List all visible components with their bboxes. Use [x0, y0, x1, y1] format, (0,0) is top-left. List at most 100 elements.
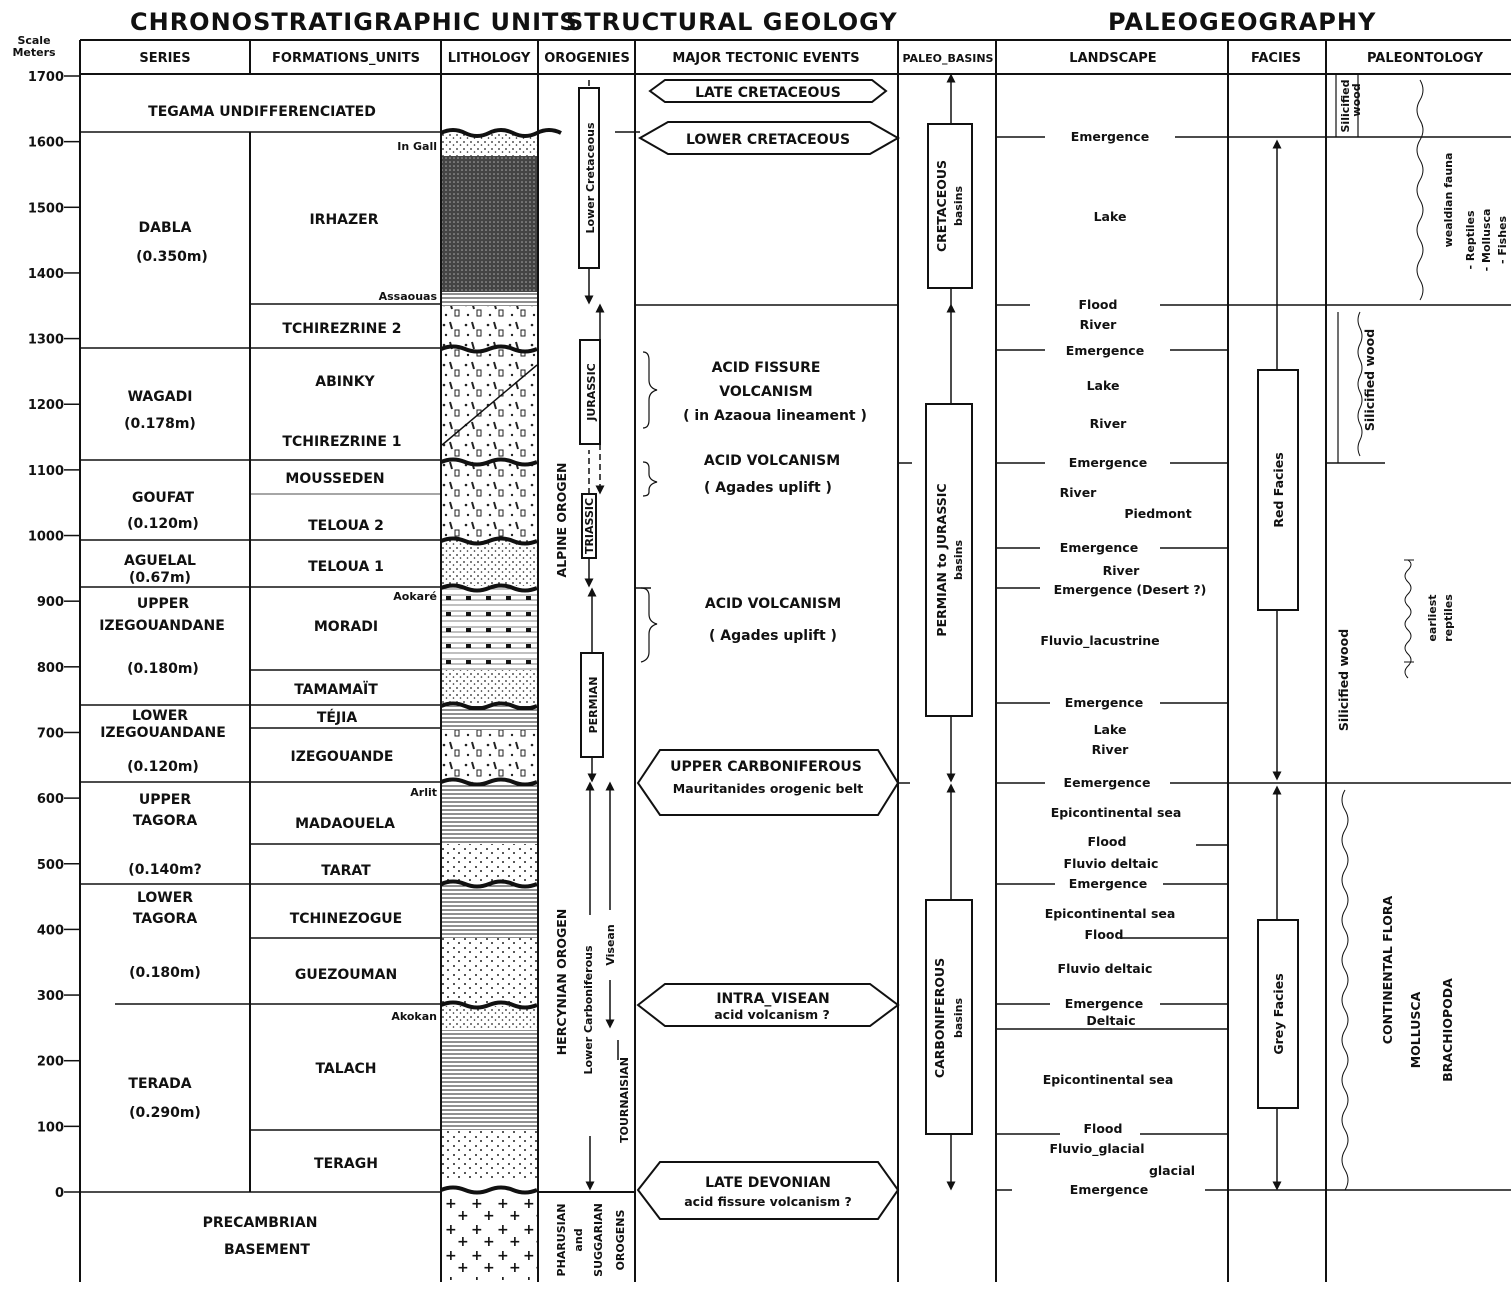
formation-guezouman: GUEZOUMAN: [295, 967, 397, 983]
period-permian: PERMIAN: [587, 677, 600, 734]
col-tectonic: MAJOR TECTONIC EVENTS: [672, 51, 859, 66]
svg-text:UPPER CARBONIFEROUS: UPPER CARBONIFEROUS: [670, 759, 862, 775]
svg-text:ACID VOLCANISM: ACID VOLCANISM: [705, 596, 841, 612]
pharusian-1: PHARUSIAN: [555, 1204, 568, 1277]
series-wagadi: WAGADI: [128, 389, 193, 405]
scale-tick-label: 500: [37, 858, 64, 873]
svg-text:River: River: [1092, 742, 1130, 757]
svg-text:River: River: [1060, 485, 1098, 500]
series-dabla-thick: (0.350m): [136, 249, 208, 265]
svg-text:Epicontinental sea: Epicontinental sea: [1051, 805, 1182, 820]
event-acid-volc-1-brace: [643, 462, 657, 496]
formation-teloua1: TELOUA 1: [308, 559, 384, 575]
paleo-earliest-reptiles-2: reptiles: [1442, 594, 1455, 642]
col-orogenies: OROGENIES: [544, 51, 630, 66]
orogenies-column: Lower Cretaceous JURASSIC TRIASSIC PERMI…: [538, 80, 635, 1277]
facies-grey: Grey Facies: [1271, 973, 1286, 1054]
svg-text:Flood: Flood: [1088, 834, 1127, 849]
svg-text:Emergence: Emergence: [1069, 455, 1147, 470]
paleo-continental-flora: CONTINENTAL FLORA: [1380, 895, 1395, 1044]
series-lower-izeg-1: LOWER: [132, 708, 188, 724]
series-wagadi-thick: (0.178m): [124, 416, 196, 432]
scale-tick-label: 1300: [28, 333, 64, 348]
scale-tick-label: 1000: [28, 530, 64, 545]
series-lower-tagora-2: TAGORA: [133, 911, 197, 927]
formation-tchirezrine2: TCHIREZRINE 2: [282, 321, 401, 337]
scale-tick-label: 600: [37, 792, 64, 807]
svg-text:Flood: Flood: [1079, 297, 1118, 312]
horizon-in-gall: In Gall: [397, 140, 437, 153]
scale-tick-label: 1100: [28, 464, 64, 479]
scale-tick-label: 1200: [28, 398, 64, 413]
formation-tamamait: TAMAMAÏT: [294, 681, 378, 698]
event-lower-cretaceous: LOWER CRETACEOUS: [686, 132, 850, 148]
formations-column: IRHAZER TCHIREZRINE 2 ABINKY TCHIREZRINE…: [282, 212, 402, 1172]
horizon-arlit: Arlit: [410, 786, 437, 799]
svg-text:Lake: Lake: [1094, 722, 1127, 737]
facies-column: Red Facies Grey Facies: [1258, 144, 1298, 1186]
series-terada: TERADA: [128, 1076, 191, 1092]
series-aguelal: AGUELAL: [124, 553, 196, 569]
svg-text:River: River: [1103, 563, 1141, 578]
header-structural: STRUCTURAL GEOLOGY: [566, 8, 898, 36]
series-tegama: TEGAMA UNDIFFERENCIATED: [148, 104, 376, 120]
paleo-silicified-wood-3: Silicified wood: [1336, 629, 1351, 731]
horizon-labels: In Gall Assaouas Aokaré Arlit Akokan: [379, 140, 438, 1023]
scale-tick-label: 0: [55, 1186, 64, 1201]
formation-talach: TALACH: [315, 1061, 376, 1077]
svg-text:Eemergence: Eemergence: [1064, 775, 1151, 790]
formation-madaouela: MADAOUELA: [295, 816, 395, 832]
svg-text:Deltaic: Deltaic: [1086, 1013, 1135, 1028]
period-tournaisian: TOURNAISIAN: [618, 1057, 631, 1143]
horizon-assaouas: Assaouas: [379, 290, 438, 303]
series-dabla: DABLA: [139, 220, 192, 236]
svg-text:INTRA_VISEAN: INTRA_VISEAN: [716, 991, 829, 1007]
paleontology-column: Silicified wood wealdian fauna - Reptile…: [1336, 74, 1509, 1190]
col-series: SERIES: [139, 51, 190, 66]
series-upper-izeg-thick: (0.180m): [127, 661, 199, 677]
scale-tick-label: 1500: [28, 201, 64, 216]
scale-tick-label: 900: [37, 595, 64, 610]
period-visean: Visean: [604, 924, 617, 965]
main-headers: CHRONOSTRATIGRAPHIC UNITS STRUCTURAL GEO…: [130, 8, 1376, 36]
series-lower-izeg-thick: (0.120m): [127, 759, 199, 775]
header-paleo: PALEOGEOGRAPHY: [1108, 8, 1376, 36]
formation-teragh: TERAGH: [314, 1156, 378, 1172]
period-lower-carboniferous: Lower Carboniferous: [582, 945, 595, 1074]
landscape-column: Emergence Lake Flood River Emergence Lak…: [996, 129, 1511, 1197]
series-precambrian-1: PRECAMBRIAN: [203, 1215, 318, 1231]
column-headers: SERIES FORMATIONS_UNITS LITHOLOGY OROGEN…: [139, 51, 1483, 66]
formation-izegouande: IZEGOUANDE: [291, 749, 394, 765]
series-upper-tagora-thick: (0.140m?: [128, 862, 201, 878]
svg-text:Piedmont: Piedmont: [1124, 506, 1191, 521]
scale-tick-label: 700: [37, 726, 64, 741]
svg-text:Emergence: Emergence: [1069, 876, 1147, 891]
svg-text:ACID VOLCANISM: ACID VOLCANISM: [704, 453, 840, 469]
svg-text:River: River: [1090, 416, 1128, 431]
formation-teloua2: TELOUA 2: [308, 518, 384, 534]
period-lower-cretaceous: Lower Cretaceous: [584, 122, 597, 233]
scale-tick-label: 1400: [28, 267, 64, 282]
svg-text:Fluvio deltaic: Fluvio deltaic: [1058, 961, 1153, 976]
basin-carboniferous-sub: basins: [952, 998, 965, 1038]
paleo-silicified-wood-2: Silicified wood: [1362, 329, 1377, 431]
basin-cretaceous: CRETACEOUS: [934, 160, 949, 252]
formation-irhazer: IRHAZER: [309, 212, 378, 228]
paleo-wealdian: wealdian fauna: [1442, 153, 1455, 248]
svg-text:Fluvio_lacustrine: Fluvio_lacustrine: [1040, 633, 1159, 649]
series-lower-tagora-thick: (0.180m): [129, 965, 201, 981]
scale-tick-label: 100: [37, 1120, 64, 1135]
paleo-wealdian-mollusca: - Mollusca: [1480, 209, 1493, 272]
scale-tick-label: 1600: [28, 136, 64, 151]
svg-text:Mauritanides orogenic belt: Mauritanides orogenic belt: [673, 781, 863, 796]
svg-text:( Agades uplift ): ( Agades uplift ): [704, 480, 832, 496]
paleo-wealdian-reptiles: - Reptiles: [1464, 210, 1477, 269]
formation-tchirezrine1: TCHIREZRINE 1: [282, 434, 401, 450]
series-upper-tagora-2: TAGORA: [133, 813, 197, 829]
series-upper-izeg-1: UPPER: [137, 596, 189, 612]
svg-text:( Agades uplift ): ( Agades uplift ): [709, 628, 837, 644]
series-goufat-thick: (0.120m): [127, 516, 199, 532]
event-acid-fissure-brace: [643, 352, 657, 428]
col-landscape: LANDSCAPE: [1069, 51, 1156, 66]
